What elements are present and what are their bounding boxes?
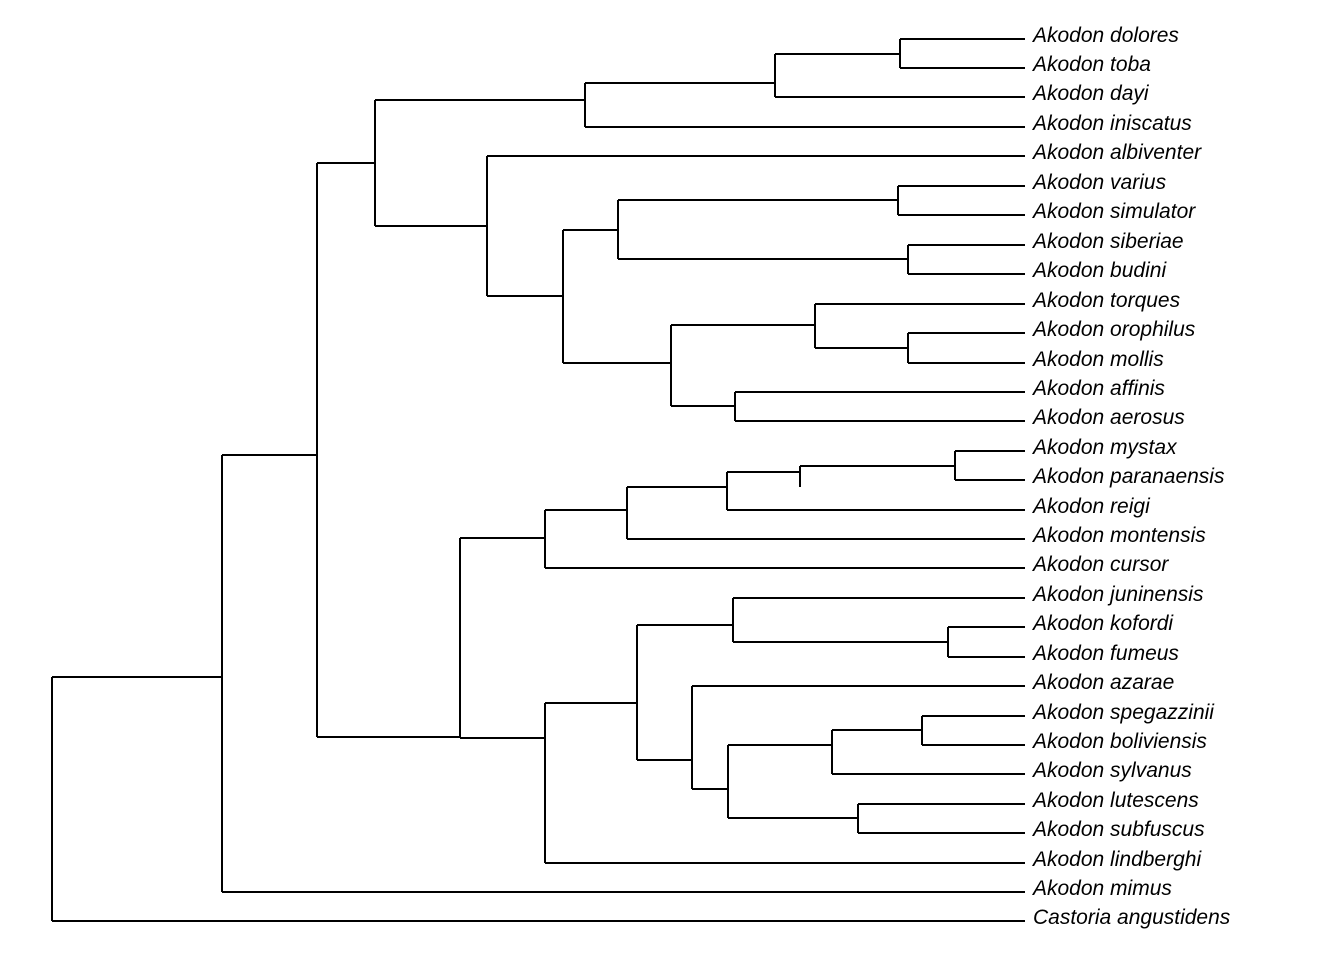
tree-branch-group: [51, 38, 1025, 922]
tip-label-akodon-fumeus: Akodon fumeus: [1033, 642, 1179, 665]
tip-label-akodon-lutescens: Akodon lutescens: [1033, 789, 1199, 812]
tip-label-akodon-subfuscus: Akodon subfuscus: [1033, 818, 1205, 841]
tip-label-akodon-sylvanus: Akodon sylvanus: [1033, 759, 1192, 782]
tip-label-akodon-reigi: Akodon reigi: [1033, 495, 1150, 518]
tip-label-akodon-dayi: Akodon dayi: [1033, 82, 1149, 105]
tip-label-akodon-torques: Akodon torques: [1033, 289, 1181, 312]
tip-label-akodon-kofordi: Akodon kofordi: [1033, 612, 1174, 635]
tip-label-akodon-mimus: Akodon mimus: [1033, 877, 1172, 900]
tip-label-akodon-azarae: Akodon azarae: [1033, 671, 1175, 694]
tip-label-akodon-lindberghi: Akodon lindberghi: [1033, 848, 1202, 871]
tip-label-akodon-albiventer: Akodon albiventer: [1033, 141, 1202, 164]
tip-label-akodon-iniscatus: Akodon iniscatus: [1033, 112, 1192, 135]
tip-label-akodon-mystax: Akodon mystax: [1033, 436, 1177, 459]
tip-label-akodon-affinis: Akodon affinis: [1033, 377, 1165, 400]
tip-label-akodon-varius: Akodon varius: [1033, 171, 1167, 194]
tip-label-akodon-orophilus: Akodon orophilus: [1033, 318, 1196, 341]
tip-label-akodon-toba: Akodon toba: [1033, 53, 1151, 76]
tip-label-akodon-cursor: Akodon cursor: [1033, 553, 1169, 576]
tip-label-akodon-boliviensis: Akodon boliviensis: [1033, 730, 1207, 753]
tip-label-akodon-simulator: Akodon simulator: [1033, 200, 1196, 223]
tip-label-akodon-aerosus: Akodon aerosus: [1033, 406, 1185, 429]
tip-label-akodon-budini: Akodon budini: [1033, 259, 1167, 282]
tip-label-castoria-angustidens: Castoria angustidens: [1033, 906, 1231, 929]
tip-label-akodon-paranaensis: Akodon paranaensis: [1033, 465, 1225, 488]
tip-label-akodon-dolores: Akodon dolores: [1033, 24, 1179, 47]
tip-label-akodon-mollis: Akodon mollis: [1033, 348, 1164, 371]
tip-label-akodon-siberiae: Akodon siberiae: [1033, 230, 1184, 253]
tip-label-akodon-montensis: Akodon montensis: [1033, 524, 1206, 547]
tip-label-akodon-spegazzinii: Akodon spegazzinii: [1033, 701, 1214, 724]
tip-label-akodon-juninensis: Akodon juninensis: [1033, 583, 1204, 606]
